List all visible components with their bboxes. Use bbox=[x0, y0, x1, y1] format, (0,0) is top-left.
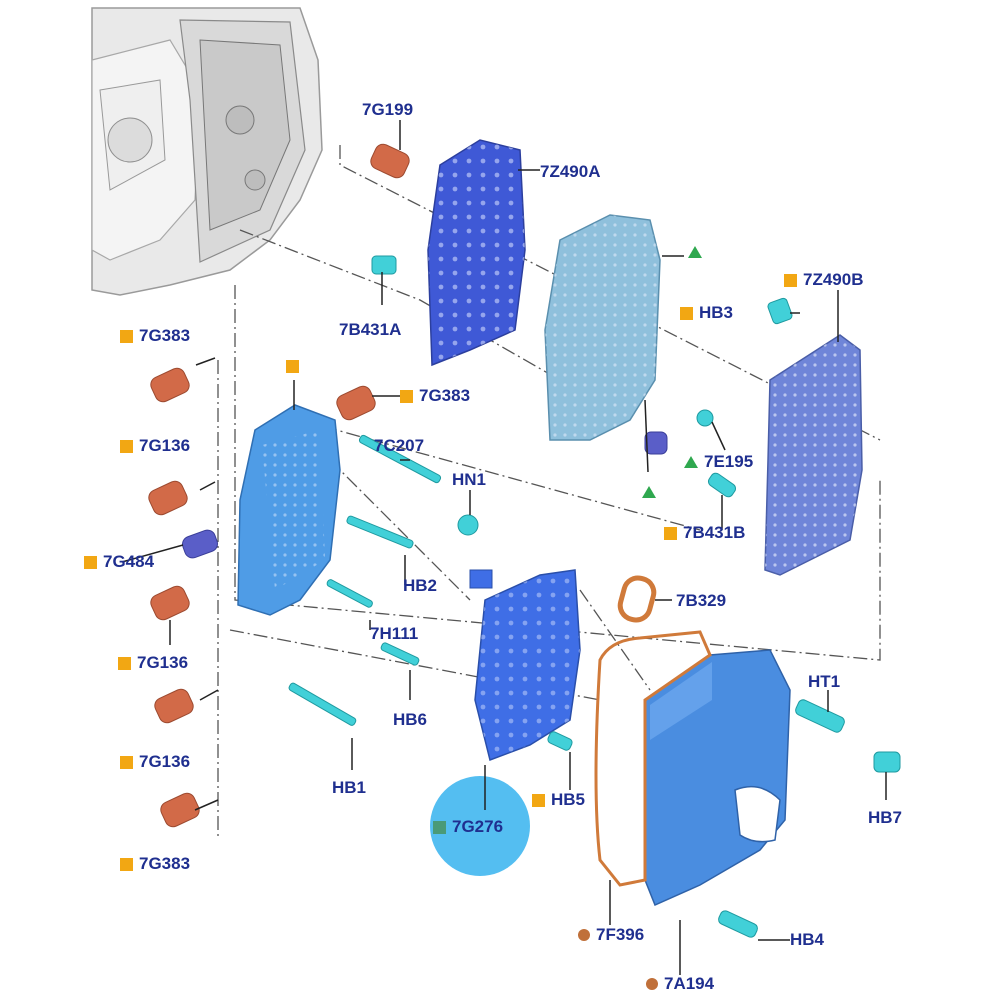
callout-label: 7E195 bbox=[704, 452, 754, 471]
o-ring bbox=[617, 575, 657, 623]
callout-label: 7C207 bbox=[374, 436, 425, 455]
callout-label: 7G383 bbox=[139, 854, 191, 873]
green-triangle-icon bbox=[642, 486, 656, 498]
callout-7g383-bottom[interactable]: 7G383 bbox=[120, 854, 190, 874]
callout-7g136-top[interactable]: 7G136 bbox=[120, 436, 190, 456]
callout-hb5[interactable]: HB5 bbox=[532, 790, 585, 810]
orange-square-icon bbox=[120, 755, 133, 769]
callout-label: 7B329 bbox=[676, 591, 727, 610]
callout-7z490b[interactable]: 7Z490B bbox=[784, 270, 863, 290]
callout-7g383-top[interactable]: 7G383 bbox=[120, 326, 190, 346]
callout-hb4[interactable]: HB4 bbox=[790, 930, 824, 950]
highlight-circle bbox=[430, 776, 530, 876]
solenoids bbox=[148, 143, 410, 828]
callout-label: 7Z490B bbox=[803, 270, 864, 289]
transmission-housing bbox=[91, 7, 323, 296]
callout-7b431a[interactable]: 7B431A bbox=[339, 320, 401, 340]
callout-7a194[interactable]: 7A194 bbox=[646, 974, 714, 994]
callout-7g136-mid[interactable]: 7G136 bbox=[118, 653, 188, 673]
gasket bbox=[594, 630, 712, 887]
callout-hb1[interactable]: HB1 bbox=[332, 778, 366, 798]
solenoid-7g484 bbox=[182, 529, 218, 559]
brown-dot-icon bbox=[578, 929, 590, 941]
callout-label: 7G383 bbox=[139, 326, 191, 345]
orange-square-icon bbox=[680, 306, 693, 320]
callout-7g136-bottom[interactable]: 7G136 bbox=[120, 752, 190, 772]
orange-square-icon bbox=[400, 389, 413, 403]
gray-square-icon bbox=[433, 820, 446, 834]
callout-7f396[interactable]: 7F396 bbox=[578, 925, 644, 945]
callout-hb6[interactable]: HB6 bbox=[393, 710, 427, 730]
callout-label: 7G276 bbox=[452, 817, 504, 836]
callout-7e195[interactable]: 7E195 bbox=[684, 452, 753, 472]
separator-plate-7z490a bbox=[427, 139, 526, 367]
callout-label: HB5 bbox=[551, 790, 586, 809]
green-triangle-icon bbox=[684, 456, 698, 468]
callout-label: 7A194 bbox=[664, 974, 715, 993]
orange-square-icon bbox=[120, 439, 133, 453]
callout-hb2[interactable]: HB2 bbox=[403, 576, 437, 596]
orange-square-icon bbox=[532, 793, 545, 807]
callout-label: HB2 bbox=[403, 576, 438, 595]
callout-label: HB3 bbox=[699, 303, 734, 322]
callout-7g276[interactable]: 7G276 bbox=[433, 817, 503, 837]
callout-label: 7G136 bbox=[139, 752, 191, 771]
orange-square-icon bbox=[120, 329, 133, 343]
lower-plate bbox=[469, 569, 581, 761]
callout-valve-body-marker bbox=[286, 360, 299, 373]
brown-dot-icon bbox=[646, 978, 658, 990]
leader-lines bbox=[121, 120, 887, 975]
callout-label: 7B431B bbox=[683, 523, 746, 542]
orange-square-icon bbox=[118, 656, 131, 670]
callout-7g383-mid[interactable]: 7G383 bbox=[400, 386, 470, 406]
orange-square-icon bbox=[84, 555, 97, 569]
callout-label: HT1 bbox=[808, 672, 841, 691]
callout-hn1[interactable]: HN1 bbox=[452, 470, 486, 490]
upper-valve-body bbox=[544, 214, 661, 441]
main-valve-body bbox=[237, 404, 341, 616]
orange-square-icon bbox=[664, 526, 677, 540]
callout-7b329[interactable]: 7B329 bbox=[676, 591, 726, 611]
callout-7z490a[interactable]: 7Z490A bbox=[540, 162, 600, 182]
callout-label: HB7 bbox=[868, 808, 903, 827]
valve-body-cover bbox=[644, 649, 791, 907]
callout-label: 7Z490A bbox=[540, 162, 601, 181]
callout-ht1[interactable]: HT1 bbox=[808, 672, 840, 692]
callout-label: 7B431A bbox=[339, 320, 402, 339]
callout-label: 7F396 bbox=[596, 925, 645, 944]
callout-label: 7G136 bbox=[137, 653, 189, 672]
callout-7g199[interactable]: 7G199 bbox=[362, 100, 413, 120]
check-ball bbox=[644, 431, 668, 455]
orange-square-icon bbox=[286, 360, 299, 373]
callout-7g484[interactable]: 7G484 bbox=[84, 552, 154, 572]
orange-square-icon bbox=[120, 857, 133, 871]
callout-green-triangle-mid bbox=[642, 486, 656, 498]
callout-label: 7G383 bbox=[419, 386, 471, 405]
callout-label: 7G199 bbox=[362, 100, 414, 119]
callout-green-triangle-top bbox=[688, 246, 702, 258]
callout-label: HB1 bbox=[332, 778, 367, 797]
callout-label: HB4 bbox=[790, 930, 825, 949]
callout-7b431b[interactable]: 7B431B bbox=[664, 523, 745, 543]
callout-7h111[interactable]: 7H111 bbox=[370, 624, 418, 644]
callout-hb3[interactable]: HB3 bbox=[680, 303, 733, 323]
green-triangle-icon bbox=[688, 246, 702, 258]
separator-plate-7z490b bbox=[764, 334, 863, 576]
callout-7c207[interactable]: 7C207 bbox=[374, 436, 424, 456]
callout-label: 7H111 bbox=[370, 624, 419, 643]
orange-square-icon bbox=[784, 273, 797, 287]
callout-label: HB6 bbox=[393, 710, 428, 729]
callout-hb7[interactable]: HB7 bbox=[868, 808, 902, 828]
callout-label: 7G484 bbox=[103, 552, 155, 571]
callout-label: HN1 bbox=[452, 470, 487, 489]
bolts-and-pins bbox=[288, 255, 901, 938]
callout-label: 7G136 bbox=[139, 436, 191, 455]
